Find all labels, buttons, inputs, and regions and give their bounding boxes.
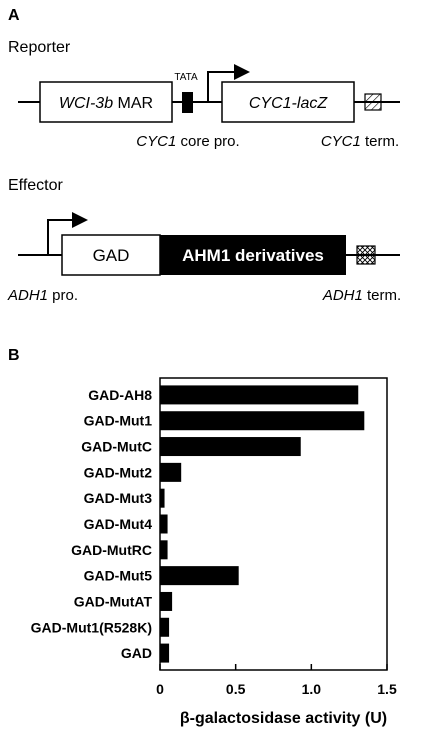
- x-tick-label-2: 1.0: [302, 681, 322, 697]
- transcription-start-arrow: [207, 71, 236, 102]
- bar-9: [160, 617, 170, 637]
- category-label-8: GAD-MutAT: [74, 593, 153, 609]
- adh1-terminator-label: ADH1 term.: [322, 287, 401, 304]
- cyc1-terminator: [364, 93, 382, 111]
- tata-label: TATA: [174, 72, 198, 83]
- bar-10: [160, 643, 170, 663]
- category-label-10: GAD: [121, 645, 152, 661]
- category-label-6: GAD-MutRC: [71, 542, 152, 558]
- reporter-heading: Reporter: [8, 39, 71, 56]
- bar-2: [160, 437, 301, 457]
- cyc1-terminator-label: CYC1 term.: [321, 133, 399, 150]
- category-label-3: GAD-Mut2: [84, 464, 153, 480]
- adh1-start-arrow: [47, 219, 74, 255]
- gad-box: [61, 234, 161, 276]
- category-label-7: GAD-Mut5: [84, 568, 153, 584]
- gad-label: GAD: [93, 246, 130, 265]
- transcription-arrow-head: [234, 64, 250, 80]
- bar-0: [160, 385, 359, 405]
- ahm1-box: [160, 235, 346, 275]
- adh1-terminator: [356, 245, 376, 265]
- category-label-9: GAD-Mut1(R528K): [31, 619, 152, 635]
- bar-6: [160, 540, 168, 560]
- tata-box: [182, 92, 193, 113]
- x-tick-label-0: 0: [156, 681, 164, 697]
- category-label-0: GAD-AH8: [88, 387, 152, 403]
- bar-4: [160, 488, 165, 508]
- bar-3: [160, 462, 182, 482]
- category-label-1: GAD-Mut1: [84, 413, 153, 429]
- category-label-5: GAD-Mut4: [84, 516, 153, 532]
- panel-b-label: B: [8, 347, 20, 364]
- mar-label: WCI-3b MAR: [59, 95, 153, 112]
- cyc1-core-promoter-label: CYC1 core pro.: [136, 133, 239, 150]
- cyc1-lacz-box: [221, 81, 355, 123]
- x-tick-label-3: 1.5: [377, 681, 397, 697]
- category-label-2: GAD-MutC: [81, 439, 152, 455]
- cyc1-lacz-label: CYC1-lacZ: [249, 95, 328, 112]
- ahm1-label: AHM1 derivatives: [182, 246, 324, 265]
- x-tick-label-1: 0.5: [226, 681, 246, 697]
- adh1-promoter-label: ADH1 pro.: [7, 287, 78, 304]
- bar-8: [160, 591, 173, 611]
- effector-heading: Effector: [8, 177, 64, 194]
- adh1-arrow-head: [72, 212, 88, 228]
- bar-5: [160, 514, 168, 534]
- bar-1: [160, 411, 365, 431]
- panel-a-label: A: [8, 7, 20, 24]
- bar-7: [160, 566, 239, 586]
- x-axis-label: β-galactosidase activity (U): [180, 710, 387, 727]
- mar-box: [39, 81, 173, 123]
- category-label-4: GAD-Mut3: [84, 490, 153, 506]
